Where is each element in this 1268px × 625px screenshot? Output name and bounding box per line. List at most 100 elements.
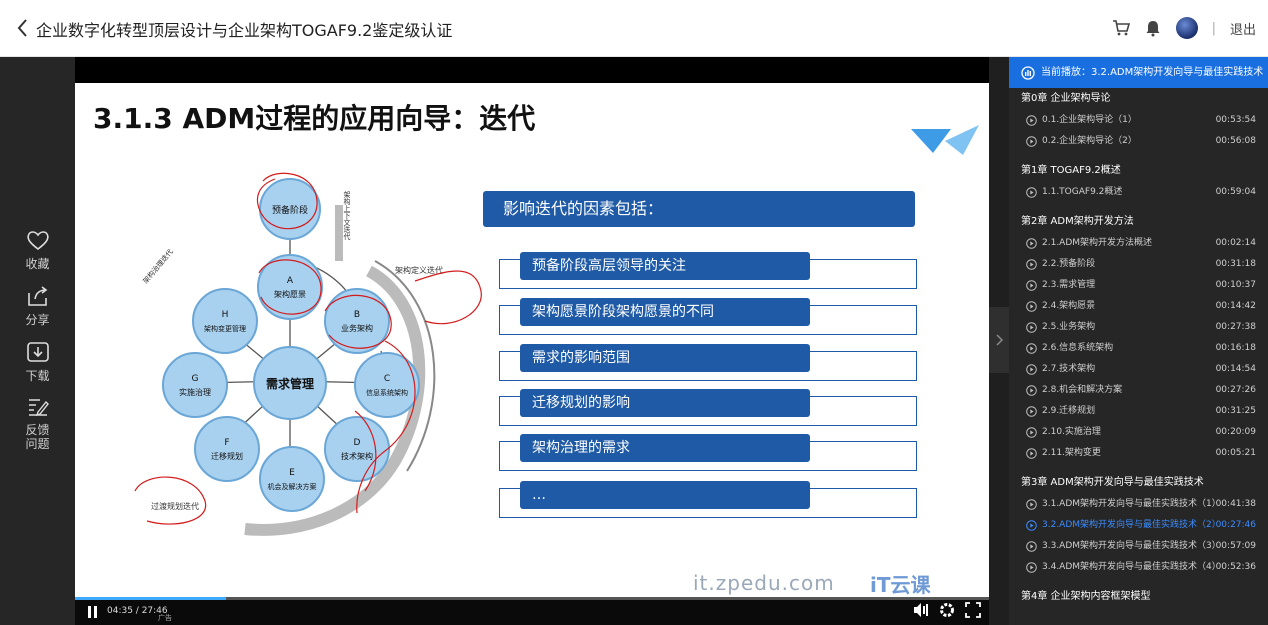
- download-button[interactable]: 下载: [0, 341, 75, 384]
- chapter-gap: [1009, 578, 1268, 586]
- video-player[interactable]: 3.1.3 ADM过程的应用向导：迭代: [75, 57, 989, 625]
- play-circle-icon: [1026, 343, 1037, 354]
- progress-fill: [75, 597, 226, 600]
- factor-label: …: [520, 481, 810, 509]
- factor-label: 需求的影响范围: [520, 344, 810, 372]
- lesson-duration: 00:57:09: [1215, 541, 1256, 551]
- node-label: 机会及解决方案: [268, 482, 317, 491]
- share-button[interactable]: 分享: [0, 285, 75, 328]
- favorite-button[interactable]: 收藏: [0, 229, 75, 272]
- settings-icon[interactable]: [939, 602, 955, 618]
- lesson-item[interactable]: 2.4.架构愿景 00:14:42: [1009, 296, 1268, 317]
- factor-item: 架构愿景阶段架构愿景的不同: [499, 298, 917, 335]
- node-letter: D: [354, 438, 361, 448]
- lesson-duration: 00:05:21: [1215, 448, 1256, 458]
- fullscreen-icon[interactable]: [965, 602, 981, 618]
- lesson-item[interactable]: 0.1.企业架构导论（1）00:53:54: [1009, 110, 1268, 131]
- annotation-transition-planning: 过渡规划迭代: [151, 501, 199, 511]
- separator: |: [1211, 20, 1216, 36]
- lesson-item[interactable]: 2.6.信息系统架构 00:16:18: [1009, 338, 1268, 359]
- play-circle-icon: [1026, 499, 1037, 510]
- lesson-item[interactable]: 3.3.ADM架构开发向导与最佳实践技术（3）00:57:09: [1009, 536, 1268, 557]
- node-label: 预备阶段: [272, 204, 308, 216]
- lesson-duration: 00:16:18: [1215, 343, 1256, 353]
- pause-icon[interactable]: [87, 605, 99, 619]
- panel-toggle[interactable]: [989, 307, 1009, 373]
- lesson-name: 2.11.架构变更: [1042, 448, 1101, 458]
- factor-item: 迁移规划的影响: [499, 389, 917, 426]
- back-arrow-icon[interactable]: [14, 16, 32, 40]
- node-letter: G: [192, 374, 199, 384]
- factor-item: 需求的影响范围: [499, 344, 917, 381]
- cart-icon[interactable]: [1112, 19, 1130, 37]
- volume-icon[interactable]: [913, 602, 929, 618]
- chapter-gap: [1009, 203, 1268, 211]
- lesson-duration: 00:27:26: [1215, 385, 1256, 395]
- feedback-button[interactable]: 反馈问题: [0, 397, 75, 451]
- factor-label: 迁移规划的影响: [520, 389, 810, 417]
- left-sidebar: 收藏 分享 下载 反馈问题: [0, 57, 75, 625]
- play-circle-icon: [1026, 187, 1037, 198]
- bell-icon[interactable]: [1144, 19, 1162, 37]
- node-center: [253, 346, 327, 420]
- lesson-duration: 00:41:38: [1215, 499, 1256, 509]
- node-b: [324, 288, 390, 354]
- node-g: [162, 352, 228, 418]
- chapter-title[interactable]: 第0章 企业架构导论: [1021, 93, 1111, 104]
- lesson-item[interactable]: 2.11.架构变更 00:05:21: [1009, 443, 1268, 464]
- heart-icon: [26, 231, 49, 251]
- lesson-item[interactable]: 3.2.ADM架构开发向导与最佳实践技术（2）00:27:46: [1009, 515, 1268, 536]
- lesson-item[interactable]: 3.1.ADM架构开发向导与最佳实践技术（1）00:41:38: [1009, 494, 1268, 515]
- now-playing-text: 当前播放：3.2.ADM架构开发向导与最佳实践技术（...: [1041, 67, 1268, 78]
- lesson-name: 3.4.ADM架构开发向导与最佳实践技术（4）: [1042, 562, 1221, 572]
- play-circle-icon: [1026, 364, 1037, 375]
- chapter-title[interactable]: 第1章 TOGAF9.2概述: [1021, 165, 1121, 176]
- node-letter: A: [287, 276, 294, 286]
- factor-label: 架构治理的需求: [520, 434, 810, 462]
- lesson-name: 2.1.ADM架构开发方法概述: [1042, 238, 1153, 248]
- ad-label: 广告: [158, 614, 172, 622]
- node-label: 业务架构: [341, 323, 373, 333]
- node-letter: C: [384, 374, 390, 384]
- lesson-duration: 00:10:37: [1215, 280, 1256, 290]
- chapter-title[interactable]: 第4章 企业架构内容框架模型: [1021, 591, 1151, 602]
- lesson-name: 0.2.企业架构导论（2）: [1042, 136, 1137, 146]
- lesson-name: 2.4.架构愿景: [1042, 301, 1096, 311]
- lesson-name: 2.7.技术架构: [1042, 364, 1096, 374]
- lesson-item[interactable]: 3.4.ADM架构开发向导与最佳实践技术（4）00:52:36: [1009, 557, 1268, 578]
- lesson-duration: 00:27:46: [1215, 520, 1256, 530]
- logout-link[interactable]: 退出: [1229, 22, 1256, 38]
- play-circle-icon: [1026, 136, 1037, 147]
- factor-item: …: [499, 481, 917, 518]
- lesson-item[interactable]: 0.2.企业架构导论（2） 00:56:08: [1009, 131, 1268, 152]
- lesson-duration: 00:31:18: [1215, 259, 1256, 269]
- node-label: 信息系统架构: [366, 388, 408, 397]
- lesson-name: 3.3.ADM架构开发向导与最佳实践技术（3）: [1042, 541, 1221, 551]
- lesson-duration: 00:56:08: [1215, 136, 1256, 146]
- lesson-item[interactable]: 2.3.需求管理 00:10:37: [1009, 275, 1268, 296]
- node-label: 技术架构: [341, 451, 373, 461]
- play-circle-icon: [1026, 259, 1037, 270]
- node-d: [324, 416, 390, 482]
- chapter-gap: [1009, 464, 1268, 472]
- chapter-title[interactable]: 第3章 ADM架构开发向导与最佳实践技术: [1021, 477, 1204, 488]
- progress-bar[interactable]: [75, 597, 989, 600]
- chapter-title[interactable]: 第2章 ADM架构开发方法: [1021, 216, 1134, 227]
- node-letter: H: [222, 310, 229, 320]
- node-label: 迁移规划: [211, 451, 243, 461]
- brand-logo: iT云课: [870, 573, 931, 597]
- lesson-name: 2.6.信息系统架构: [1042, 343, 1114, 353]
- avatar[interactable]: [1175, 17, 1198, 39]
- slide-title: 3.1.3 ADM过程的应用向导：迭代: [93, 102, 536, 135]
- lesson-name: 2.3.需求管理: [1042, 280, 1096, 290]
- lesson-duration: 00:14:42: [1215, 301, 1256, 311]
